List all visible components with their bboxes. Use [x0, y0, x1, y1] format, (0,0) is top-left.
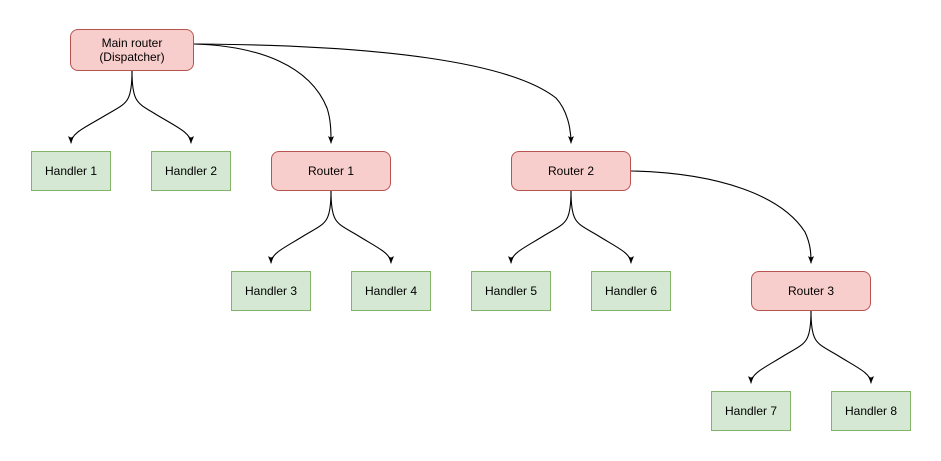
node-handler-8[interactable]: Handler 8 — [831, 391, 911, 431]
node-handler-4-label: Handler 4 — [364, 284, 418, 298]
node-router-1-label: Router 1 — [307, 164, 355, 178]
node-handler-7[interactable]: Handler 7 — [711, 391, 791, 431]
edge-router-3-to-handler-7 — [748, 310, 812, 384]
edge-main-to-handler-1 — [68, 70, 133, 144]
node-router-2[interactable]: Router 2 — [511, 151, 631, 191]
node-main-router-label: Main router (Dispatcher) — [99, 36, 165, 64]
edge-router-2-to-router-3 — [630, 170, 814, 264]
node-handler-5-label: Handler 5 — [484, 284, 538, 298]
node-handler-8-label: Handler 8 — [844, 404, 898, 418]
edge-main-to-handler-2 — [131, 70, 194, 144]
node-handler-6[interactable]: Handler 6 — [591, 271, 671, 311]
edge-router-2-to-handler-5 — [508, 190, 572, 264]
edge-router-1-to-handler-3 — [268, 190, 332, 264]
edge-router-3-to-handler-8 — [810, 310, 874, 384]
node-handler-3-label: Handler 3 — [244, 284, 298, 298]
node-main-router[interactable]: Main router (Dispatcher) — [70, 29, 194, 71]
node-handler-6-label: Handler 6 — [604, 284, 658, 298]
node-handler-5[interactable]: Handler 5 — [471, 271, 551, 311]
node-router-3-label: Router 3 — [787, 284, 835, 298]
node-handler-4[interactable]: Handler 4 — [351, 271, 431, 311]
node-handler-1[interactable]: Handler 1 — [31, 151, 111, 191]
node-handler-7-label: Handler 7 — [724, 404, 778, 418]
node-handler-3[interactable]: Handler 3 — [231, 271, 311, 311]
edge-main-to-router-2 — [193, 43, 574, 144]
node-router-3[interactable]: Router 3 — [751, 271, 871, 311]
node-router-1[interactable]: Router 1 — [271, 151, 391, 191]
node-handler-1-label: Handler 1 — [44, 164, 98, 178]
node-handler-2-label: Handler 2 — [164, 164, 218, 178]
node-router-2-label: Router 2 — [547, 164, 595, 178]
edge-router-2-to-handler-6 — [570, 190, 634, 264]
edge-main-to-router-1 — [193, 43, 334, 144]
node-handler-2[interactable]: Handler 2 — [151, 151, 231, 191]
edge-router-1-to-handler-4 — [330, 190, 394, 264]
